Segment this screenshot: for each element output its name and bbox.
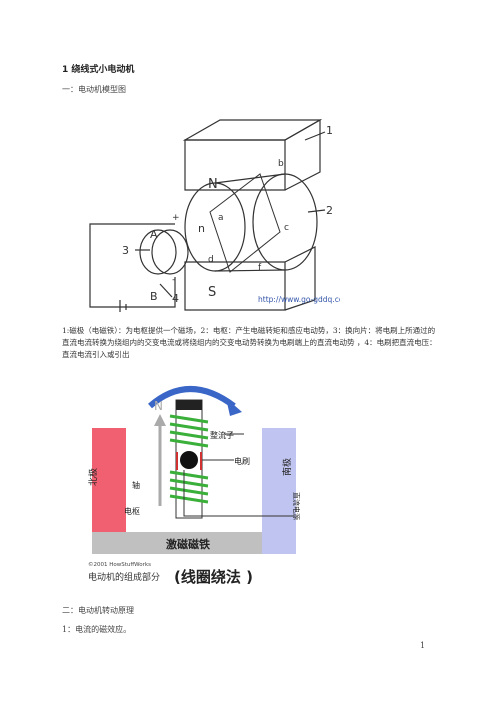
- label-brush: 电刷: [234, 456, 250, 466]
- motor-composition-diagram: N 北极 南极 整流子 电刷 轴 电枢 激磁磁铁 直流电源 ©2001 HowS…: [87, 386, 301, 586]
- lower-magnet-side: [284, 246, 316, 311]
- label-minus: -: [172, 275, 175, 285]
- copyright: ©2001 HowStuffWorks: [88, 561, 151, 568]
- label-b: b: [278, 159, 284, 169]
- list-item-1: 1：电流的磁效应。: [62, 625, 132, 634]
- label-armature: 电枢: [124, 506, 140, 516]
- label-n: n: [198, 222, 205, 235]
- section-heading-1: 一：电动机模型图: [62, 85, 126, 94]
- label-magnet: 激磁磁铁: [166, 537, 210, 551]
- label-N-arrow: N: [154, 399, 163, 413]
- label-1: 1: [326, 124, 333, 137]
- label-4: 4: [172, 292, 179, 305]
- circuit-wire: [89, 223, 176, 308]
- commutator: [139, 229, 177, 275]
- south-pole: [262, 428, 296, 554]
- figure2-subtitle-big: (线圈绕法 ): [174, 568, 253, 586]
- page-number: 1: [420, 641, 426, 650]
- label-north: 北极: [87, 468, 99, 486]
- rotation-arrow: [148, 386, 236, 409]
- upper-magnet-front: [184, 139, 286, 191]
- upper-magnet-side: [284, 118, 321, 191]
- motor-model-diagram: 1 2 3 4 A B a b c d f N S n + - http://w…: [89, 118, 340, 312]
- section-heading-2: 二：电动机转动原理: [62, 606, 134, 615]
- label-plus: +: [172, 213, 180, 223]
- watermark: http://www.go-gddq.co: [258, 295, 340, 304]
- label-c: c: [284, 223, 289, 233]
- label-shaft: 轴: [132, 480, 140, 490]
- label-2: 2: [326, 204, 333, 217]
- figure2-subtitle: 电动机的组成部分: [88, 571, 160, 583]
- label-a: a: [218, 213, 224, 223]
- commutator-disc: [180, 451, 198, 469]
- figure-caption: 1:磁极（电磁铁）：为电枢提供一个磁场，2：电枢：产生电磁转矩和感应电动势，3：…: [62, 326, 437, 359]
- label-dc-input: 直流电源: [292, 492, 301, 520]
- label-commutator: 整流子: [210, 430, 234, 440]
- label-f: f: [258, 263, 262, 273]
- label-3: 3: [122, 244, 129, 257]
- document-title: 1 绕线式小电动机: [62, 65, 135, 75]
- label-S: S: [208, 285, 216, 300]
- label-B: B: [150, 290, 158, 303]
- label-d: d: [208, 255, 214, 265]
- label-N: N: [208, 177, 218, 192]
- label-A: A: [150, 228, 158, 241]
- upper-magnet-top: [182, 119, 323, 141]
- label-south: 南极: [281, 458, 293, 476]
